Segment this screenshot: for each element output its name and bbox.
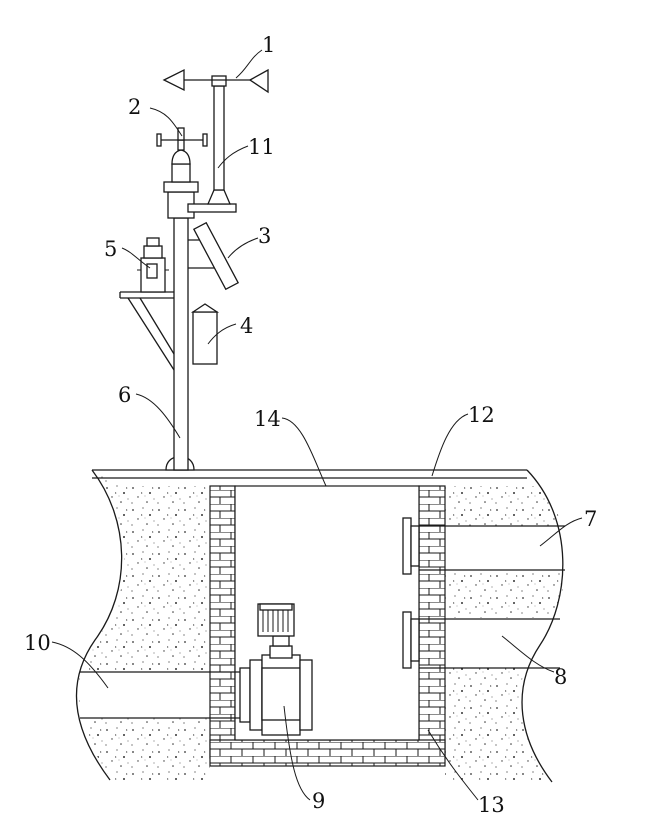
leader-lines (51, 49, 583, 801)
pipe-8 (402, 611, 560, 669)
label-7: 7 (584, 507, 597, 531)
label-8: 8 (554, 665, 567, 689)
soil-left (77, 470, 210, 780)
part-labels: 1 2 3 4 5 6 11 14 12 7 8 10 9 13 (24, 33, 597, 817)
flowmeter (249, 603, 313, 736)
label-4: 4 (240, 314, 253, 338)
label-12: 12 (468, 403, 495, 427)
label-3: 3 (258, 224, 271, 248)
label-14: 14 (254, 407, 281, 431)
label-5: 5 (104, 237, 117, 261)
label-6: 6 (118, 383, 131, 407)
label-10: 10 (24, 631, 51, 655)
label-13: 13 (478, 793, 505, 817)
label-9: 9 (312, 789, 325, 813)
label-11: 11 (248, 135, 275, 159)
label-1: 1 (262, 33, 275, 57)
label-2: 2 (128, 95, 141, 119)
pipe-7 (402, 517, 565, 575)
monitoring-pole (119, 68, 269, 471)
